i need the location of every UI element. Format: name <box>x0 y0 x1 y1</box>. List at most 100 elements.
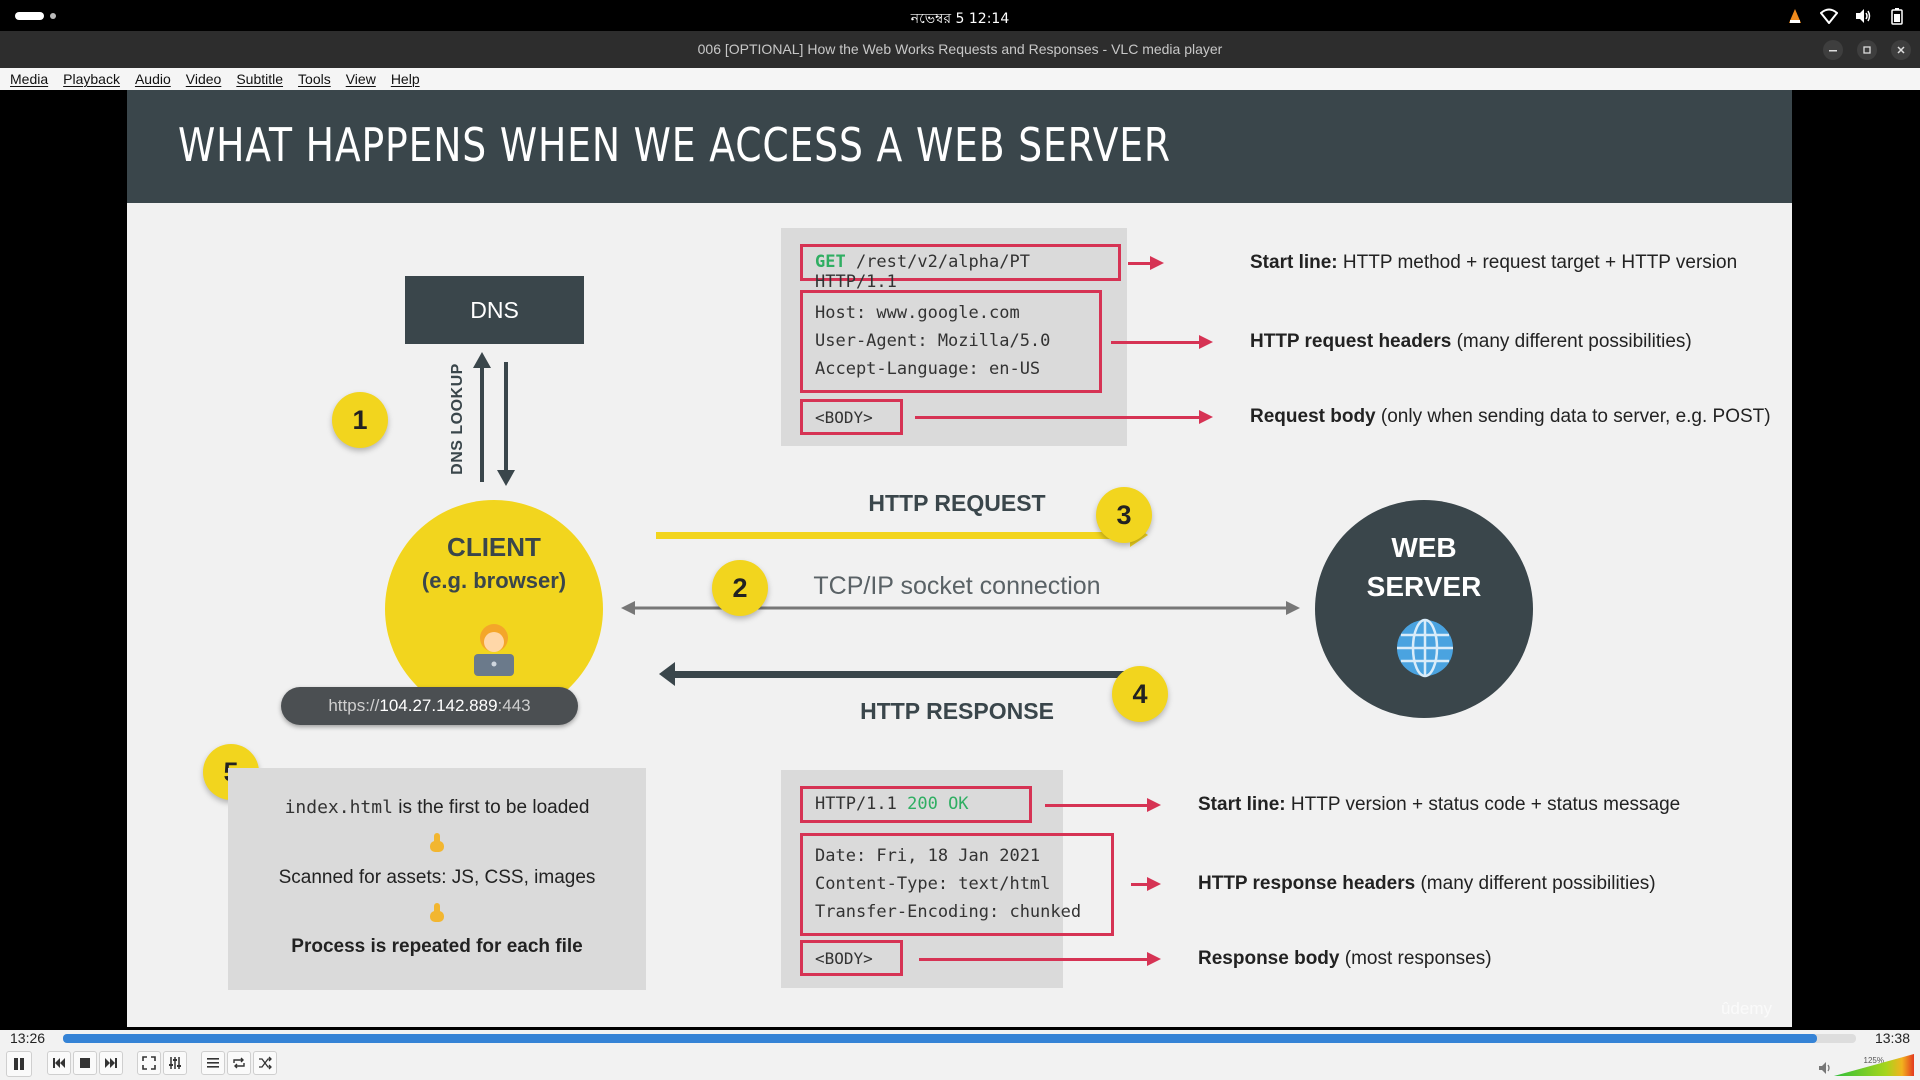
red-arrow-line <box>1111 341 1201 344</box>
equalizer-icon <box>169 1057 181 1069</box>
pause-icon <box>14 1058 24 1070</box>
red-arrow-head <box>1199 335 1213 349</box>
request-headers-annotation: HTTP request headers (many different pos… <box>1250 331 1692 352</box>
request-start-line-annotation: Start line: HTTP method + request target… <box>1250 252 1738 273</box>
pointing-down-icon <box>430 833 444 852</box>
total-time[interactable]: 13:38 <box>1874 1030 1910 1046</box>
mute-toggle-icon[interactable] <box>1818 1061 1832 1075</box>
video-frame: WHAT HAPPENS WHEN WE ACCESS A WEB SERVER… <box>127 90 1792 1027</box>
loading-step-index: index.html is the first to be loaded <box>284 797 590 818</box>
udemy-watermark: ûdemy <box>1720 999 1772 1018</box>
minimize-icon <box>1829 50 1837 52</box>
client-ip-url: https://104.27.142.889:443 <box>281 687 578 725</box>
vlc-tray-icon[interactable] <box>1786 7 1804 25</box>
menu-media[interactable]: Media <box>10 71 49 87</box>
next-icon <box>105 1058 117 1068</box>
menu-bar: Media Playback Audio Video Subtitle Tool… <box>0 68 1920 90</box>
slide-header: WHAT HAPPENS WHEN WE ACCESS A WEB SERVER <box>127 90 1792 203</box>
wifi-icon[interactable] <box>1820 7 1838 25</box>
menu-audio[interactable]: Audio <box>134 71 171 87</box>
step-badge-1: 1 <box>332 392 388 448</box>
pointing-down-icon <box>430 903 444 922</box>
loop-icon <box>233 1057 245 1069</box>
response-headers-box: Date: Fri, 18 Jan 2021 Content-Type: tex… <box>800 833 1114 936</box>
red-arrow-head <box>1147 877 1161 891</box>
seek-bar[interactable] <box>63 1034 1856 1043</box>
red-arrow-head <box>1150 256 1164 270</box>
menu-video[interactable]: Video <box>185 71 222 87</box>
loop-button[interactable] <box>227 1051 251 1075</box>
red-arrow-line <box>1131 883 1149 886</box>
previous-icon <box>53 1058 65 1068</box>
next-button[interactable] <box>99 1051 123 1075</box>
red-arrow-head <box>1147 798 1161 812</box>
loading-process-panel <box>228 768 646 990</box>
playlist-button[interactable] <box>201 1051 225 1075</box>
request-headers-box: Host: www.google.com User-Agent: Mozilla… <box>800 290 1102 393</box>
response-start-line-annotation: Start line: HTTP version + status code +… <box>1198 794 1681 815</box>
menu-subtitle[interactable]: Subtitle <box>236 71 284 87</box>
slide-title: WHAT HAPPENS WHEN WE ACCESS A WEB SERVER <box>178 118 1171 172</box>
request-panel <box>781 228 1127 446</box>
workspace-indicator[interactable] <box>50 13 56 19</box>
volume-slider[interactable] <box>1834 1054 1914 1076</box>
speaker-icon[interactable] <box>1854 7 1872 25</box>
close-button[interactable] <box>1891 40 1911 60</box>
fullscreen-icon <box>142 1056 156 1070</box>
step-badge-3: 3 <box>1096 487 1152 543</box>
request-body-annotation: Request body (only when sending data to … <box>1250 406 1771 427</box>
loading-step-scan: Scanned for assets: JS, CSS, images <box>278 867 596 888</box>
battery-icon[interactable] <box>1888 7 1906 25</box>
response-headers-annotation: HTTP response headers (many different po… <box>1198 873 1656 894</box>
activities-button[interactable] <box>15 12 44 20</box>
window-title: 006 [OPTIONAL] How the Web Works Request… <box>697 41 1223 57</box>
request-start-line: GET /rest/v2/alpha/PT HTTP/1.1 <box>800 244 1121 292</box>
person-laptop-icon <box>474 624 514 676</box>
red-arrow-line <box>915 416 1201 419</box>
loading-step-repeat: Process is repeated for each file <box>291 936 583 957</box>
window-title-bar[interactable]: 006 [OPTIONAL] How the Web Works Request… <box>0 31 1920 68</box>
system-top-bar: নভেম্বর 5 12:14 <box>0 0 1920 31</box>
system-tray <box>1786 5 1906 27</box>
http-request-label: HTTP REQUEST <box>868 490 1046 516</box>
stop-icon <box>80 1058 90 1068</box>
red-arrow-head <box>1147 952 1161 966</box>
red-arrow-line <box>1045 804 1149 807</box>
playback-controls: 13:26 13:38 125% <box>0 1030 1920 1080</box>
response-start-line: HTTP/1.1 200 OK <box>800 786 1032 823</box>
playlist-icon <box>207 1058 219 1068</box>
shuffle-icon <box>259 1056 272 1070</box>
red-arrow-line <box>1128 262 1152 265</box>
pause-button[interactable] <box>6 1051 32 1077</box>
seek-progress <box>63 1034 1817 1043</box>
close-icon <box>1897 46 1905 54</box>
stop-button[interactable] <box>73 1051 97 1075</box>
red-arrow-line <box>919 958 1149 961</box>
shuffle-button[interactable] <box>253 1051 277 1075</box>
menu-help[interactable]: Help <box>390 71 420 87</box>
request-body-box: <BODY> <box>800 399 903 435</box>
globe-icon <box>1397 618 1453 678</box>
client-circle <box>385 500 603 718</box>
volume-percentage: 125% <box>1863 1056 1884 1065</box>
maximize-button[interactable] <box>1857 40 1877 60</box>
web-server-circle <box>1315 500 1533 718</box>
response-body-annotation: Response body (most responses) <box>1198 948 1492 969</box>
tcp-connection-label: TCP/IP socket connection <box>813 572 1101 600</box>
step-badge-4: 4 <box>1112 666 1168 722</box>
system-clock[interactable]: নভেম্বর 5 12:14 <box>910 11 1010 27</box>
http-response-label: HTTP RESPONSE <box>860 698 1054 724</box>
response-body-box: <BODY> <box>800 940 903 976</box>
video-area[interactable]: WHAT HAPPENS WHEN WE ACCESS A WEB SERVER… <box>0 90 1920 1030</box>
menu-playback[interactable]: Playback <box>63 71 120 87</box>
dns-box: DNS <box>405 276 584 344</box>
menu-tools[interactable]: Tools <box>298 71 331 87</box>
elapsed-time[interactable]: 13:26 <box>10 1030 46 1046</box>
menu-view[interactable]: View <box>345 71 376 87</box>
previous-button[interactable] <box>47 1051 71 1075</box>
minimize-button[interactable] <box>1823 40 1843 60</box>
extended-settings-button[interactable] <box>163 1051 187 1075</box>
fullscreen-button[interactable] <box>137 1051 161 1075</box>
dns-lookup-label: DNS LOOKUP <box>449 363 466 475</box>
